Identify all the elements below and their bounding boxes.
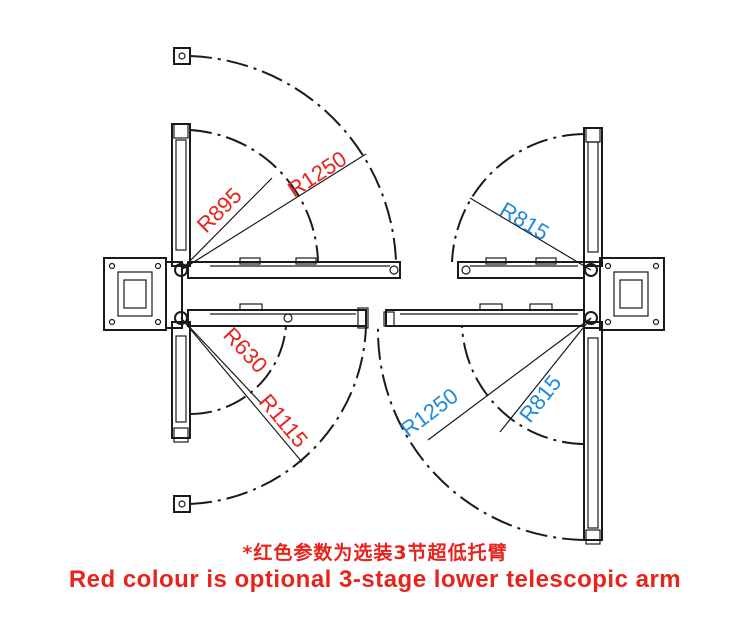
right-radius-lines [427,197,592,441]
right-swing-arcs [376,133,585,541]
label-left-upper-outer: R1250 [283,146,351,202]
label-right-lower-inner: R815 [514,370,566,427]
right-column-assembly [383,127,665,545]
label-left-upper-inner: R895 [192,183,247,238]
label-left-lower-inner: R630 [218,322,272,378]
label-right-upper: R815 [495,197,553,246]
left-radius-lines [180,153,367,463]
left-column-assembly [103,47,401,513]
label-right-lower-outer: R1250 [396,383,463,442]
label-left-lower-outer: R1115 [254,389,313,452]
caption-english: Red colour is optional 3-stage lower tel… [68,566,682,593]
caption-chinese: *红色参数为选装3节超低托臂 [242,542,508,564]
left-swing-arcs [189,55,397,505]
